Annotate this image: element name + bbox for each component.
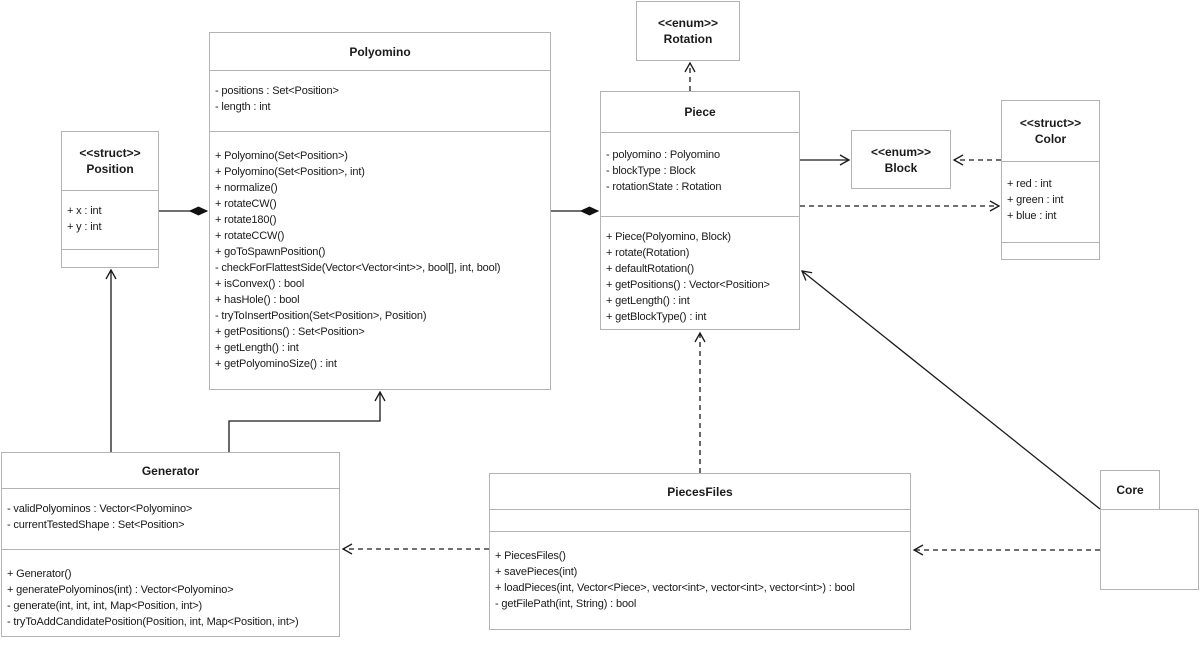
member-line: + getPolyominoSize() : int (215, 358, 337, 370)
package-core-tab[interactable]: Core (1100, 470, 1160, 510)
member-line: - positions : Set<Position> (215, 85, 339, 97)
class-position-header: <<struct>> Position (62, 132, 158, 190)
member-line: - polyomino : Polyomino (606, 149, 720, 161)
class-polyomino-methods: + Polyomino(Set<Position>) + Polyomino(Se… (210, 131, 550, 389)
class-generator-name: Generator (141, 463, 200, 478)
class-piece-attributes: - polyomino : Polyomino - blockType : Blo… (601, 132, 799, 216)
class-piece-name: Piece (684, 105, 716, 119)
class-position-methods (62, 249, 158, 268)
class-polyomino[interactable]: Polyomino - positions : Set<Position> - l… (209, 32, 551, 390)
member-line: - blockType : Block (606, 165, 696, 177)
enum-rotation-stereotype: <<enum>> (657, 16, 719, 30)
class-piecesfiles-methods: + PiecesFiles() + savePieces(int) + loadPi… (490, 531, 910, 629)
class-piece[interactable]: Piece - polyomino : Polyomino - blockType… (600, 91, 800, 330)
struct-color-stereotype: <<struct>> (1019, 116, 1082, 130)
member-line: + generatePolyominos(int) : Vector<Polyo… (7, 584, 234, 596)
class-generator-methods: + Generator() + generatePolyominos(int) :… (2, 549, 339, 636)
member-line: - getFilePath(int, String) : bool (495, 598, 637, 610)
member-line: + y : int (67, 221, 102, 233)
class-position[interactable]: <<struct>> Position + x : int + y : int (61, 131, 159, 268)
member-line: + getLength() : int (606, 295, 690, 307)
struct-color-header: <<struct>> Color (1002, 101, 1099, 161)
class-piece-methods: + Piece(Polyomino, Block) + rotate(Rotati… (601, 216, 799, 331)
class-position-stereotype: <<struct>> (79, 146, 141, 160)
member-line: + red : int (1007, 178, 1052, 190)
class-polyomino-attributes: - positions : Set<Position> - length : in… (210, 70, 550, 131)
enum-rotation-name: Rotation (663, 32, 713, 46)
package-core-name: Core (1116, 483, 1144, 497)
struct-color-methods (1002, 242, 1099, 261)
member-line: + getPositions() : Vector<Position> (606, 279, 770, 291)
member-line: + blue : int (1007, 210, 1057, 222)
member-line: + getLength() : int (215, 342, 299, 354)
member-line: + Polyomino(Set<Position>) (215, 150, 348, 162)
member-line: - tryToAddCandidatePosition(Position, in… (7, 616, 299, 628)
enum-rotation[interactable]: <<enum>> Rotation (636, 1, 740, 61)
class-generator-header: Generator (2, 453, 339, 488)
struct-color-attributes: + red : int + green : int + blue : int (1002, 161, 1099, 242)
enum-block-name: Block (884, 160, 918, 175)
member-line: + getBlockType() : int (606, 311, 707, 323)
member-line: + isConvex() : bool (215, 278, 305, 290)
member-line: + loadPieces(int, Vector<Piece>, vector<… (495, 582, 855, 594)
enum-block[interactable]: <<enum>> Block (851, 130, 951, 189)
member-line: + getPositions() : Set<Position> (215, 326, 365, 338)
member-line: - checkForFlattestSide(Vector<Vector<int… (215, 262, 501, 274)
member-line: - validPolyominos : Vector<Polyomino> (7, 503, 193, 515)
class-polyomino-name: Polyomino (349, 44, 411, 59)
member-line: + savePieces(int) (495, 566, 578, 578)
member-line: + rotate180() (215, 214, 277, 226)
member-line: + normalize() (215, 182, 278, 194)
class-piece-header: Piece (601, 92, 799, 132)
member-line: + rotate(Rotation) (606, 247, 690, 259)
member-line: + rotateCW() (215, 198, 277, 210)
member-line: + rotateCCW() (215, 230, 285, 242)
member-line: - tryToInsertPosition(Set<Position>, Pos… (215, 310, 427, 322)
class-generator-attributes: - validPolyominos : Vector<Polyomino> - c… (2, 488, 339, 549)
member-line: + hasHole() : bool (215, 294, 300, 306)
class-piecesfiles-attributes (490, 509, 910, 531)
package-core-body[interactable] (1100, 509, 1199, 590)
class-piecesfiles-name: PiecesFiles (667, 484, 733, 499)
member-line: + x : int (67, 205, 102, 217)
member-line: - rotationState : Rotation (606, 181, 722, 193)
member-line: + green : int (1007, 194, 1064, 206)
class-piecesfiles[interactable]: PiecesFiles + PiecesFiles() + savePieces(… (489, 473, 911, 630)
member-line: + Polyomino(Set<Position>, int) (215, 166, 365, 178)
enum-block-stereotype: <<enum>> (870, 144, 932, 159)
class-polyomino-header: Polyomino (210, 33, 550, 70)
member-line: + Piece(Polyomino, Block) (606, 231, 731, 243)
struct-color[interactable]: <<struct>> Color + red : int + green : in… (1001, 100, 1100, 260)
member-line: - generate(int, int, int, Map<Position, … (7, 600, 203, 612)
class-piecesfiles-header: PiecesFiles (490, 474, 910, 509)
struct-color-name: Color (1034, 132, 1067, 146)
member-line: + defaultRotation() (606, 263, 694, 275)
member-line: + goToSpawnPosition() (215, 246, 326, 258)
class-position-attributes: + x : int + y : int (62, 190, 158, 249)
edge-generator-to-polyomino-association (228, 390, 386, 452)
member-line: + Generator() (7, 568, 72, 580)
class-generator[interactable]: Generator - validPolyominos : Vector<Pol… (1, 452, 340, 637)
member-line: - currentTestedShape : Set<Position> (7, 519, 185, 531)
member-line: + PiecesFiles() (495, 550, 566, 562)
member-line: - length : int (215, 101, 271, 113)
class-position-name: Position (86, 162, 134, 176)
